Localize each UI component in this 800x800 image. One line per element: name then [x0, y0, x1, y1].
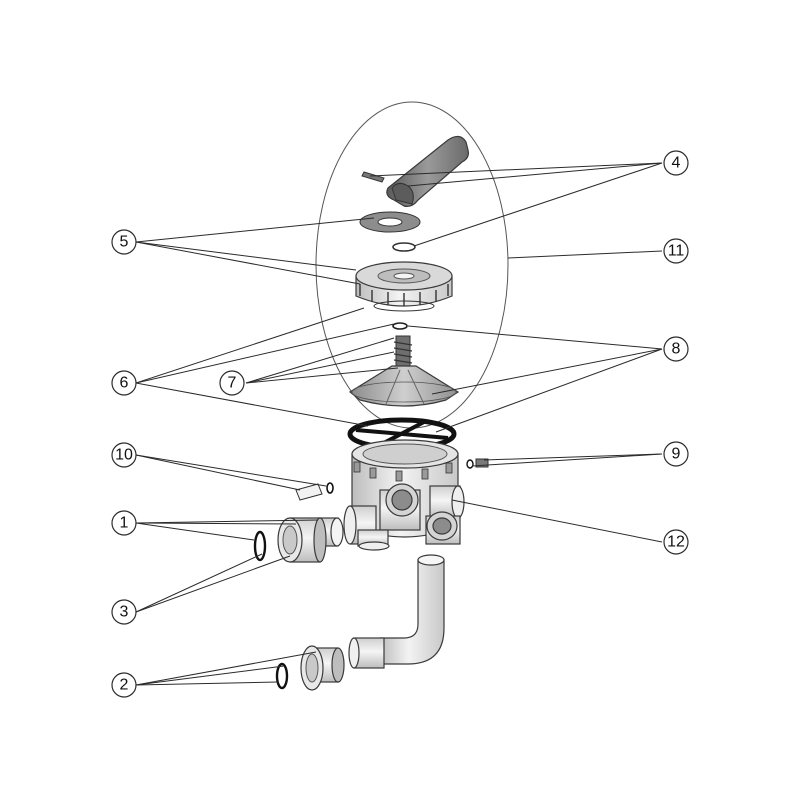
callout-9: 9 [663, 441, 689, 467]
leader-lines [135, 162, 663, 686]
small-washer-part [392, 242, 416, 252]
sight-glass-part [295, 482, 334, 501]
callout-3: 3 [111, 599, 137, 625]
callout-6-label: 6 [120, 375, 129, 392]
callout-9-label: 9 [672, 446, 681, 463]
callout-10-label: 10 [115, 447, 133, 464]
valve-body-part [343, 439, 465, 551]
callout-7-label: 7 [228, 375, 237, 392]
callout-2: 2 [111, 672, 137, 698]
valve-cover-part [355, 261, 453, 312]
cover-oring-part [392, 322, 408, 330]
pressure-plug-part [466, 458, 489, 469]
callout-11-label: 11 [668, 243, 685, 260]
callout-3-label: 3 [120, 604, 129, 621]
callout-5: 5 [111, 229, 137, 255]
callout-12: 12 [663, 529, 689, 555]
callout-2-label: 2 [120, 677, 129, 694]
callout-10: 10 [111, 442, 137, 468]
callout-5-label: 5 [120, 234, 129, 251]
rotor-cone-part [348, 365, 460, 407]
callout-4: 4 [663, 150, 689, 176]
handle-part [361, 135, 469, 207]
flat-gasket-part [359, 211, 421, 233]
callout-1-label: 1 [120, 515, 129, 532]
elbow-pipe-part [348, 554, 445, 669]
callout-12-label: 12 [667, 534, 685, 551]
callout-6: 6 [111, 370, 137, 396]
lower-union-part [275, 645, 345, 691]
callout-8: 8 [663, 336, 689, 362]
callout-8-label: 8 [672, 341, 681, 358]
stem-spring-part [393, 335, 413, 369]
callout-1: 1 [111, 510, 137, 536]
upper-union-part [253, 517, 344, 563]
callout-11: 11 [663, 238, 689, 264]
callout-7: 7 [219, 370, 245, 396]
callout-4-label: 4 [672, 155, 681, 172]
